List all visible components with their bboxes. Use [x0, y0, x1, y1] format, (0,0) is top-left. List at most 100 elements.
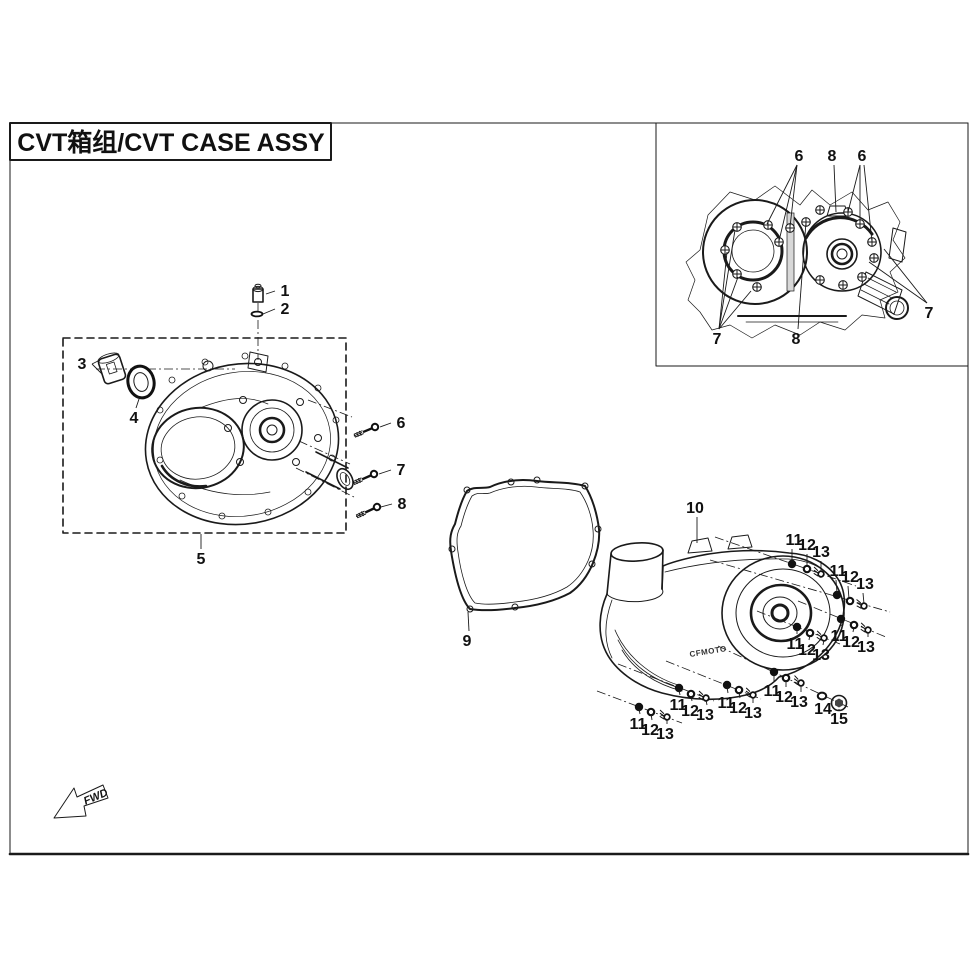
leader-line [766, 164, 798, 225]
inset-left-housing [702, 199, 808, 305]
cover-brand-text: CFMOTO [689, 644, 727, 659]
inset-gasket-outline [685, 185, 906, 339]
leader-line [91, 363, 103, 375]
callout-label: 7 [713, 331, 722, 348]
fwd-arrow: FWD [53, 784, 110, 819]
leader-line [262, 308, 276, 315]
callout-label: 11 [718, 695, 735, 712]
part-bushing-3 [95, 352, 235, 385]
leader-line [718, 229, 736, 330]
callout-label: 6 [858, 148, 867, 165]
callout-label: 6 [397, 415, 406, 432]
leader-line [638, 708, 641, 715]
leader-line [852, 626, 855, 633]
callout-label: 8 [792, 331, 801, 348]
leader-line [822, 639, 825, 646]
leader-line [265, 290, 276, 295]
part-bolt-1 [252, 283, 264, 360]
callout-label: 11 [831, 628, 848, 645]
callout-label: 12 [775, 689, 793, 706]
callout-label: 8 [828, 148, 837, 165]
leader-line [778, 164, 798, 242]
leader-line [380, 503, 393, 508]
callout-label: 7 [925, 305, 934, 322]
cvt-cover: CFMOTO [599, 534, 846, 701]
callout-label: 13 [857, 639, 875, 656]
leader-line [883, 248, 928, 304]
callout-label: 12 [841, 569, 859, 586]
callout-layer: 1234567891011121311121311121311121311121… [78, 148, 934, 743]
part-washer-14 [816, 691, 828, 701]
leader-line [705, 699, 708, 706]
gasket [448, 476, 602, 613]
leader-line [863, 164, 873, 243]
callout-label: 12 [729, 700, 747, 717]
inset-right-housing [802, 212, 882, 292]
inset-assembled-view [655, 122, 969, 367]
callout-label: 13 [744, 705, 762, 722]
callout-label: 12 [798, 642, 816, 659]
part-bolt-7 [298, 440, 380, 488]
callout-label: 4 [130, 410, 139, 427]
callout-label: 13 [790, 694, 808, 711]
page-title: CVT箱组/CVT CASE ASSY [17, 128, 325, 157]
callout-label: 13 [656, 726, 674, 743]
callout-label: 10 [686, 500, 704, 517]
leader-line [862, 592, 865, 605]
callout-label: 13 [696, 707, 714, 724]
callout-label: 13 [812, 647, 830, 664]
leader-line [678, 689, 681, 696]
callout-label: 11 [786, 532, 803, 549]
leader-line [847, 164, 861, 213]
callout-label: 7 [397, 462, 406, 479]
fwd-label: FWD [82, 787, 110, 808]
callout-label: 12 [842, 634, 860, 651]
callout-label: 2 [281, 301, 290, 318]
part-bolt-6 [307, 399, 381, 441]
page-border [8, 122, 970, 856]
callout-label: 13 [812, 544, 830, 561]
leader-line [690, 695, 693, 702]
subassembly-box [62, 337, 347, 534]
leader-line [91, 359, 101, 365]
inner-cvt-case [144, 351, 354, 526]
callout-label: 1 [281, 283, 290, 300]
leader-line [718, 251, 728, 330]
leader-line [835, 579, 838, 594]
callout-label: 12 [641, 722, 659, 739]
part-plug-15 [830, 694, 848, 712]
callout-label: 12 [681, 703, 699, 720]
callout-label: 11 [764, 683, 781, 700]
leader-line [847, 585, 850, 600]
leader-line [868, 261, 928, 304]
part-bolt-8 [295, 467, 383, 521]
leader-line [738, 691, 741, 699]
callout-label: 15 [830, 711, 848, 728]
callout-label: 5 [197, 551, 206, 568]
callout-label: 8 [398, 496, 407, 513]
callout-label: 11 [830, 563, 847, 580]
callout-label: 13 [856, 576, 874, 593]
callout-label: 3 [78, 356, 87, 373]
callout-label: 6 [795, 148, 804, 165]
leader-line [726, 686, 729, 694]
leader-line [833, 164, 837, 213]
callout-label: 11 [787, 636, 804, 653]
callout-label: 11 [670, 697, 687, 714]
callout-label: 12 [798, 537, 816, 554]
leader-line [379, 422, 392, 428]
leader-line [135, 398, 140, 409]
callout-label: 9 [463, 633, 472, 650]
callout-label: 14 [814, 701, 832, 718]
leader-line [378, 469, 392, 475]
title-box: CVT箱组/CVT CASE ASSY [9, 122, 332, 161]
leader-line [718, 290, 752, 330]
callout-label: 11 [630, 716, 647, 733]
part-washer-2 [250, 310, 264, 318]
leader-line [808, 634, 811, 641]
part-seal-4 [126, 364, 156, 400]
leader-line [718, 276, 739, 330]
leader-line [797, 221, 807, 330]
